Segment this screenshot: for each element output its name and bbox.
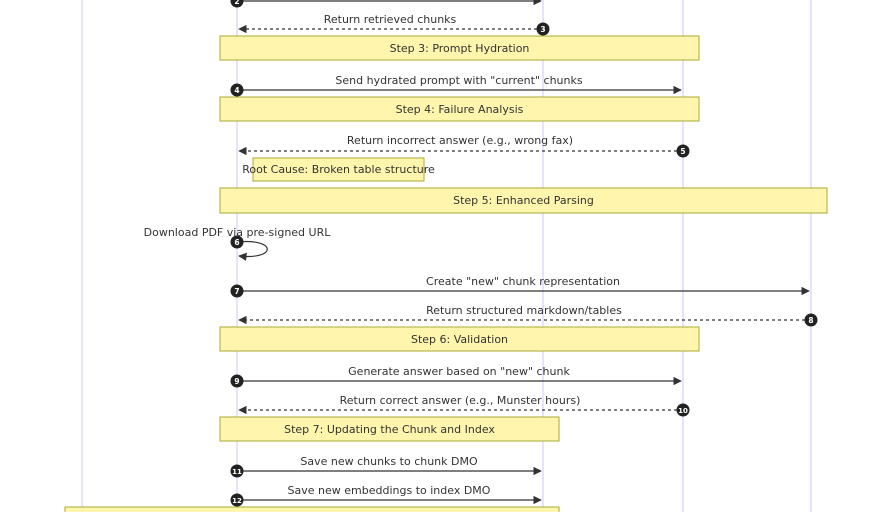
message-3: Return retrieved chunks 3	[238, 13, 550, 36]
message-4-number: 4	[234, 86, 239, 95]
root-cause-box	[252, 157, 425, 182]
message-3-badge	[536, 22, 550, 36]
message-6-badge	[230, 235, 244, 249]
message-8: Return structured markdown/tables 8	[238, 304, 818, 327]
message-6-label: Download PDF via pre-signed URL	[144, 226, 332, 239]
message-7: Create "new" chunk representation 7	[230, 275, 810, 298]
step-6-note: Step 6: Validation	[219, 326, 700, 352]
message-10-label: Return correct answer (e.g., Munster hou…	[340, 394, 581, 407]
message-5-badge	[676, 144, 690, 158]
message-4: Send hydrated prompt with "current" chun…	[230, 74, 682, 97]
message-9-label: Generate answer based on "new" chunk	[348, 365, 570, 378]
step-7-note: Step 7: Updating the Chunk and Index	[219, 416, 560, 442]
message-10-number: 10	[678, 407, 688, 415]
step-7-box	[219, 416, 560, 442]
message-11-number: 11	[232, 468, 242, 476]
bottom-note-box	[64, 506, 560, 516]
message-4-label: Send hydrated prompt with "current" chun…	[335, 74, 582, 87]
message-6: Download PDF via pre-signed URL 6	[144, 226, 332, 261]
message-7-label: Create "new" chunk representation	[426, 275, 620, 288]
message-12: Save new embeddings to index DMO 12	[230, 484, 542, 507]
step-6-box	[219, 326, 700, 352]
message-9-badge	[230, 374, 244, 388]
message-9-number: 9	[234, 377, 239, 386]
step-3-note: Step 3: Prompt Hydration	[219, 35, 700, 61]
message-5: Return incorrect answer (e.g., wrong fax…	[238, 134, 690, 158]
message-11-label: Save new chunks to chunk DMO	[300, 455, 478, 468]
message-7-badge	[230, 284, 244, 298]
message-7-number: 7	[234, 287, 239, 296]
message-12-label: Save new embeddings to index DMO	[288, 484, 491, 497]
step-5-title: Step 5: Enhanced Parsing	[453, 194, 594, 207]
bottom-note-partial	[64, 506, 560, 516]
step-7-title: Step 7: Updating the Chunk and Index	[284, 423, 495, 436]
message-2-number: 2	[234, 0, 239, 6]
message-2-badge	[230, 0, 244, 8]
message-6-loop	[236, 240, 268, 261]
step-5-box	[219, 187, 828, 214]
message-8-number: 8	[808, 316, 813, 325]
step-3-box	[219, 35, 700, 61]
message-6-number: 6	[234, 238, 239, 247]
message-8-label: Return structured markdown/tables	[426, 304, 622, 317]
message-5-label: Return incorrect answer (e.g., wrong fax…	[347, 134, 573, 147]
message-5-number: 5	[680, 147, 685, 156]
step-4-box	[219, 96, 700, 122]
message-8-badge	[804, 313, 818, 327]
message-11: Save new chunks to chunk DMO 11	[230, 455, 542, 478]
step-4-note: Step 4: Failure Analysis	[219, 96, 700, 122]
step-6-title: Step 6: Validation	[411, 333, 508, 346]
root-cause-note: Root Cause: Broken table structure	[242, 157, 435, 182]
message-4-badge	[230, 83, 244, 97]
root-cause-text: Root Cause: Broken table structure	[242, 163, 435, 176]
step-3-title: Step 3: Prompt Hydration	[390, 42, 530, 55]
message-3-label: Return retrieved chunks	[324, 13, 457, 26]
message-9: Generate answer based on "new" chunk 9	[230, 365, 682, 388]
message-2: 2	[230, 0, 542, 8]
message-12-number: 12	[232, 497, 242, 505]
step-4-title: Step 4: Failure Analysis	[396, 103, 524, 116]
message-3-number: 3	[540, 25, 545, 34]
message-11-badge	[230, 464, 244, 478]
step-5-note: Step 5: Enhanced Parsing	[219, 187, 828, 214]
message-10: Return correct answer (e.g., Munster hou…	[238, 394, 690, 417]
message-10-badge	[676, 403, 690, 417]
message-12-badge	[230, 493, 244, 507]
